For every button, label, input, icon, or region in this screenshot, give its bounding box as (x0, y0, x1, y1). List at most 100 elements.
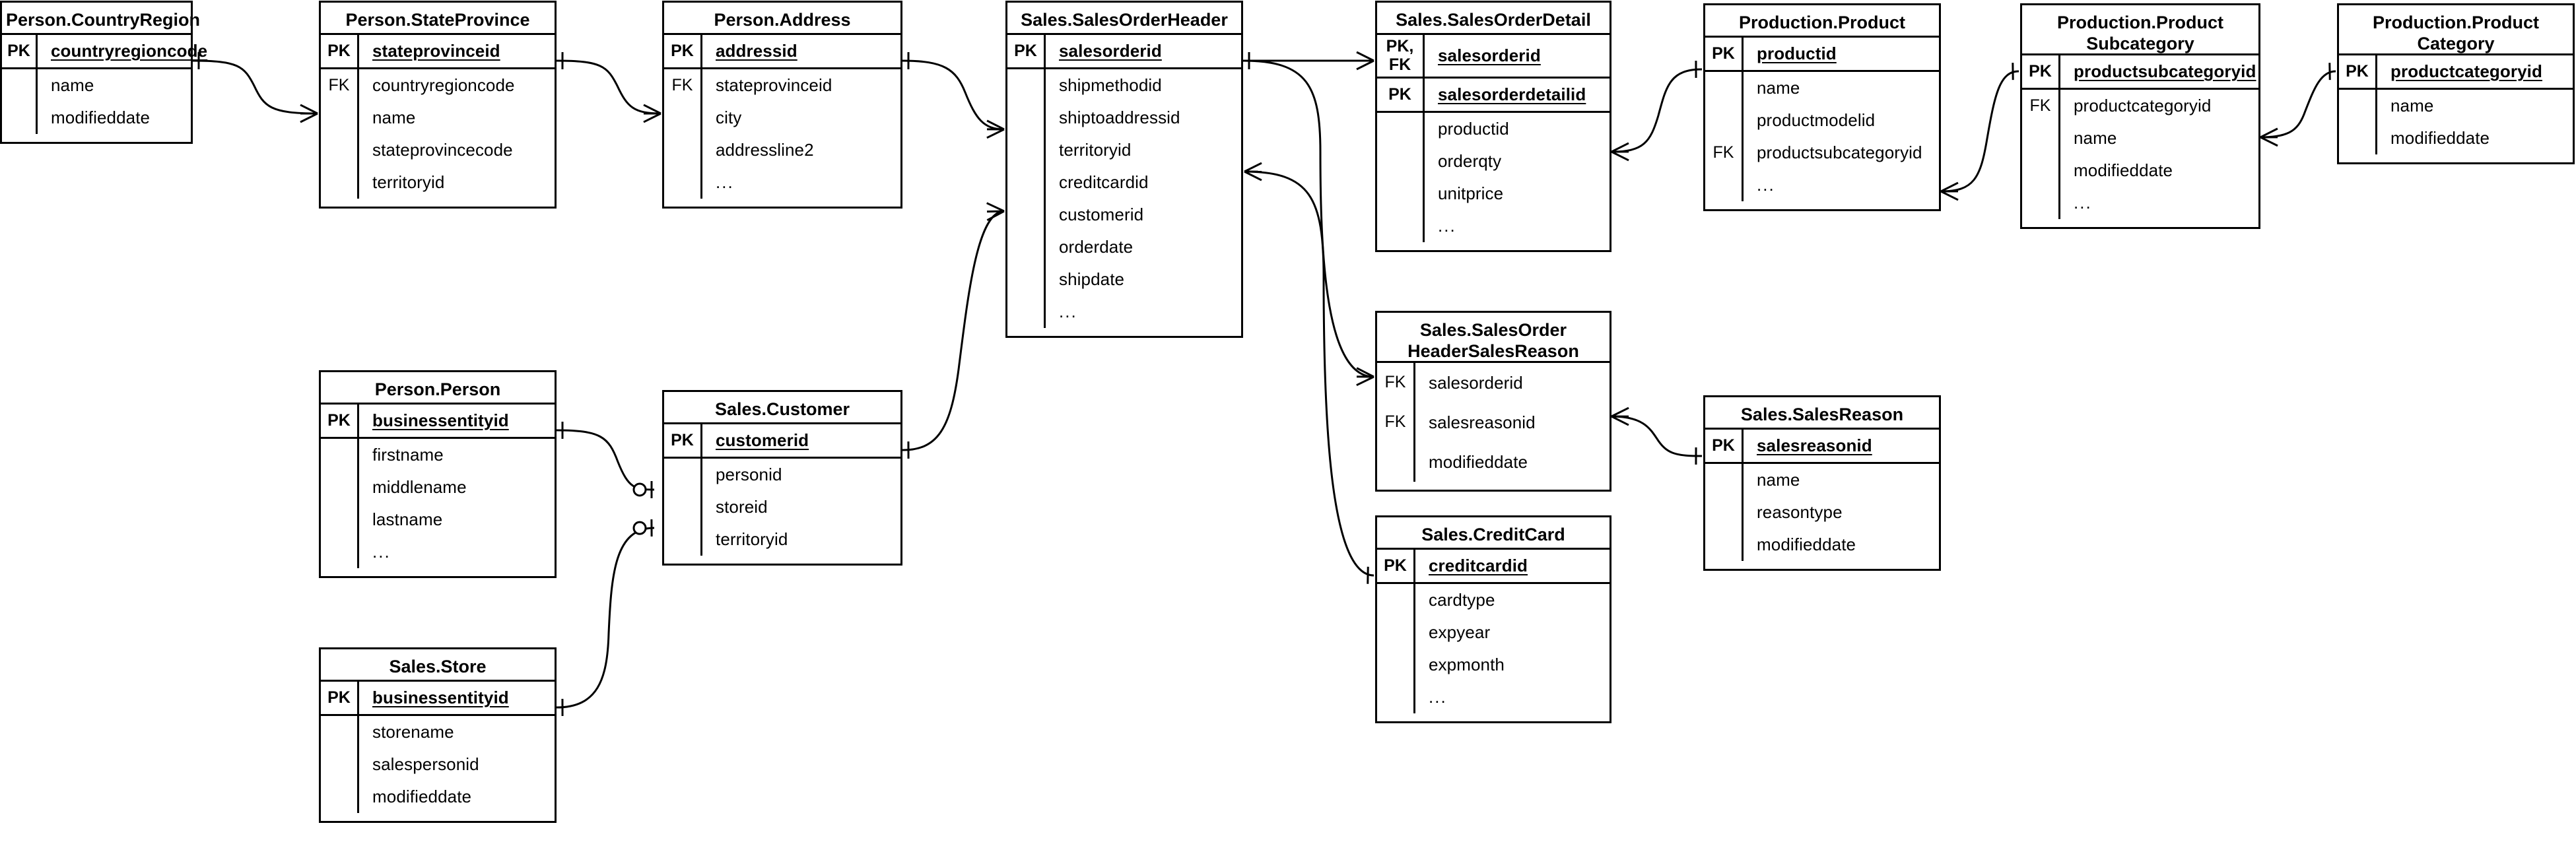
entity-attribute-row[interactable]: modifieddate (2022, 154, 2258, 187)
entity-attribute-row[interactable]: shipmethodid (1007, 69, 1241, 102)
entity-attribute-row[interactable]: cardtype (1377, 584, 1610, 616)
entity-attribute-row[interactable]: storename (321, 716, 555, 748)
key-badge (321, 134, 359, 166)
entity-attribute-row[interactable]: orderqty (1377, 145, 1610, 178)
entity-attribute-row[interactable]: name (1705, 464, 1939, 496)
key-badge (1377, 681, 1415, 713)
entity-attribute-row[interactable]: storeid (664, 491, 900, 523)
entity-attribute-row[interactable]: modifieddate (1377, 442, 1610, 482)
entity-attribute-row[interactable]: territoryid (321, 166, 555, 199)
entity-attribute-row[interactable]: shiptoaddressid (1007, 102, 1241, 134)
entity-attribute-row[interactable]: stateprovincecode (321, 134, 555, 166)
cardinality-many-target (986, 119, 1005, 139)
entity-attribute-row[interactable]: territoryid (1007, 134, 1241, 166)
entity-attribute-row[interactable]: unitprice (1377, 178, 1610, 210)
attribute-name: name (2390, 96, 2434, 115)
relationship-subcategory-category (2260, 63, 2336, 147)
key-badge (1377, 584, 1415, 616)
entity-attribute-row[interactable]: shipdate (1007, 263, 1241, 296)
entity-attribute-row[interactable]: name (2339, 90, 2573, 122)
entity-attribute-row[interactable]: ... (1007, 296, 1241, 328)
key-badge (664, 166, 702, 199)
entity-attribute-row[interactable]: ... (321, 536, 555, 568)
entity-attribute-row[interactable]: expmonth (1377, 649, 1610, 681)
relationship-salesorderheader-salesreasonlink (1242, 52, 1374, 387)
entity-attribute-row[interactable]: addressline2 (664, 134, 900, 166)
entity-attribute-row[interactable]: creditcardid (1007, 166, 1241, 199)
key-badge (321, 748, 359, 781)
key-badge (2339, 122, 2377, 154)
entity-attribute-row[interactable]: customerid (1007, 199, 1241, 231)
entity-attribute-row[interactable]: productmodelid (1705, 104, 1939, 137)
entity-attribute-row[interactable]: name (2022, 122, 2258, 154)
entity-attribute-row[interactable]: personid (664, 459, 900, 491)
entity-attribute-row[interactable]: modifieddate (2, 102, 191, 134)
entity-attribute-row[interactable]: city (664, 102, 900, 134)
cardinality-many-target (1356, 367, 1374, 387)
attribute-name: ... (1438, 216, 1456, 236)
entity-attribute-row[interactable]: modifieddate (2339, 122, 2573, 154)
entity-attribute-row[interactable]: middlename (321, 471, 555, 504)
entity-attribute-row[interactable]: modifieddate (321, 781, 555, 813)
entity-attribute-row[interactable]: orderdate (1007, 231, 1241, 263)
entity-attribute-row[interactable]: reasontype (1705, 496, 1939, 529)
entity-attribute-row[interactable]: ... (664, 166, 900, 199)
entity-attribute-row[interactable]: ... (2022, 187, 2258, 219)
entity-attribute-row[interactable]: lastname (321, 504, 555, 536)
entity-attribute-row[interactable]: territoryid (664, 523, 900, 556)
entity-attribute-row[interactable]: productid (1377, 113, 1610, 145)
entity-attribute-row[interactable]: name (321, 102, 555, 134)
entity-attribute-row[interactable]: modifieddate (1705, 529, 1939, 561)
attribute-name: reasontype (1757, 502, 1843, 522)
entity-title: Sales.SalesOrderDetail (1377, 3, 1610, 35)
entity-attribute-row[interactable]: ... (1377, 681, 1610, 713)
entity-attribute-row[interactable]: name (2, 69, 191, 102)
entity-attribute-row[interactable]: expyear (1377, 616, 1610, 649)
entity-attribute-row[interactable]: firstname (321, 439, 555, 471)
primary-key-attribute: salesorderid (1438, 46, 1541, 65)
entity-attribute-row[interactable]: ... (1377, 210, 1610, 242)
key-badge (1007, 69, 1046, 102)
entity-attribute-row[interactable]: name (1705, 72, 1939, 104)
entity-attribute-row[interactable]: salespersonid (321, 748, 555, 781)
entity-attribute-row[interactable]: ... (1705, 169, 1939, 201)
